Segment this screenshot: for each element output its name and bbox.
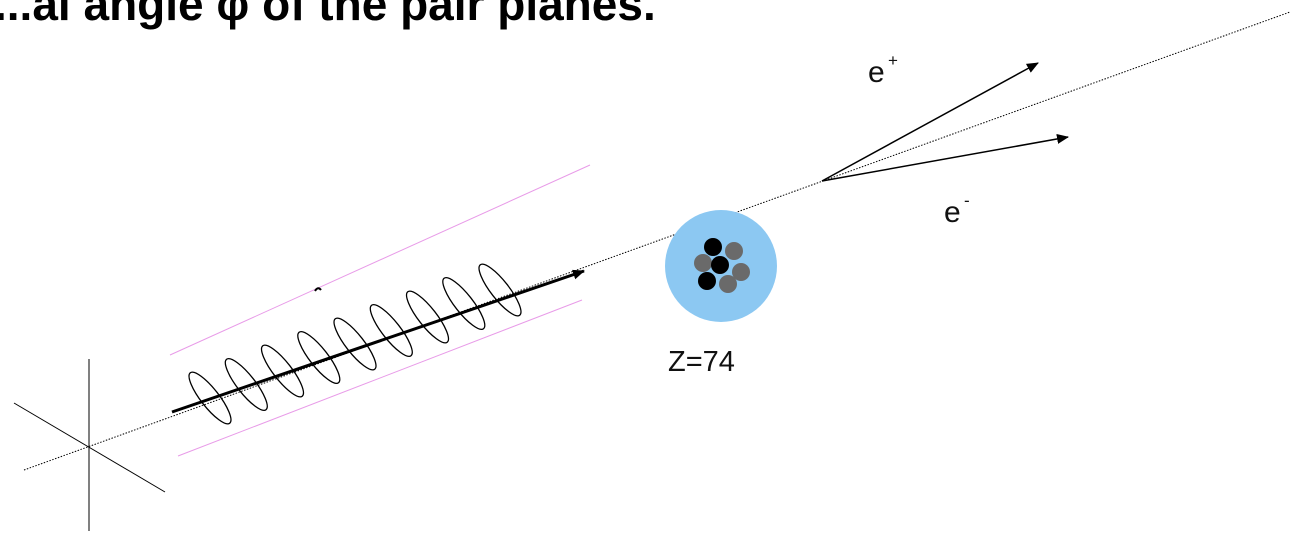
small-tick-mark (314, 287, 322, 292)
nucleus-charge-label: Z=74 (668, 346, 735, 378)
electron-label-base: e (944, 196, 961, 229)
nucleon (694, 254, 712, 272)
coil-loop (405, 290, 450, 344)
nucleon (698, 272, 716, 290)
nucleon (711, 256, 729, 274)
nucleus (665, 210, 777, 322)
photon-envelope (169, 164, 591, 457)
positron-label: e + (868, 51, 898, 89)
beam-axis-line (23, 11, 1291, 471)
coil-loop (442, 277, 486, 330)
coil-loop (224, 358, 268, 411)
photon-arrow (171, 269, 585, 414)
positron-label-sup: + (888, 51, 898, 70)
pair-tracks (821, 62, 1069, 182)
photon-wave-coil (188, 263, 522, 425)
coil-loop (333, 317, 377, 371)
electron-label: e - (944, 191, 970, 229)
coil-loop (297, 331, 341, 384)
coil-loop (188, 371, 232, 425)
electron-track-arrow (821, 134, 1069, 182)
positron-track-arrow (821, 62, 1039, 182)
coil-loop (260, 344, 305, 398)
heading-text: ...al angle φ of the pair planes. (0, 0, 656, 30)
envelope-lower-line (177, 299, 583, 457)
nucleon (725, 242, 743, 260)
electron-label-sup: - (964, 191, 970, 210)
diagonal-axis (13, 402, 166, 493)
envelope-upper-line (169, 164, 591, 356)
coil-loop (369, 304, 413, 357)
nucleon (719, 275, 737, 293)
coil-loop (478, 263, 522, 317)
nucleon (732, 263, 750, 281)
positron-label-base: e (868, 56, 885, 89)
axes-cross (13, 359, 166, 531)
nucleon (704, 238, 722, 256)
